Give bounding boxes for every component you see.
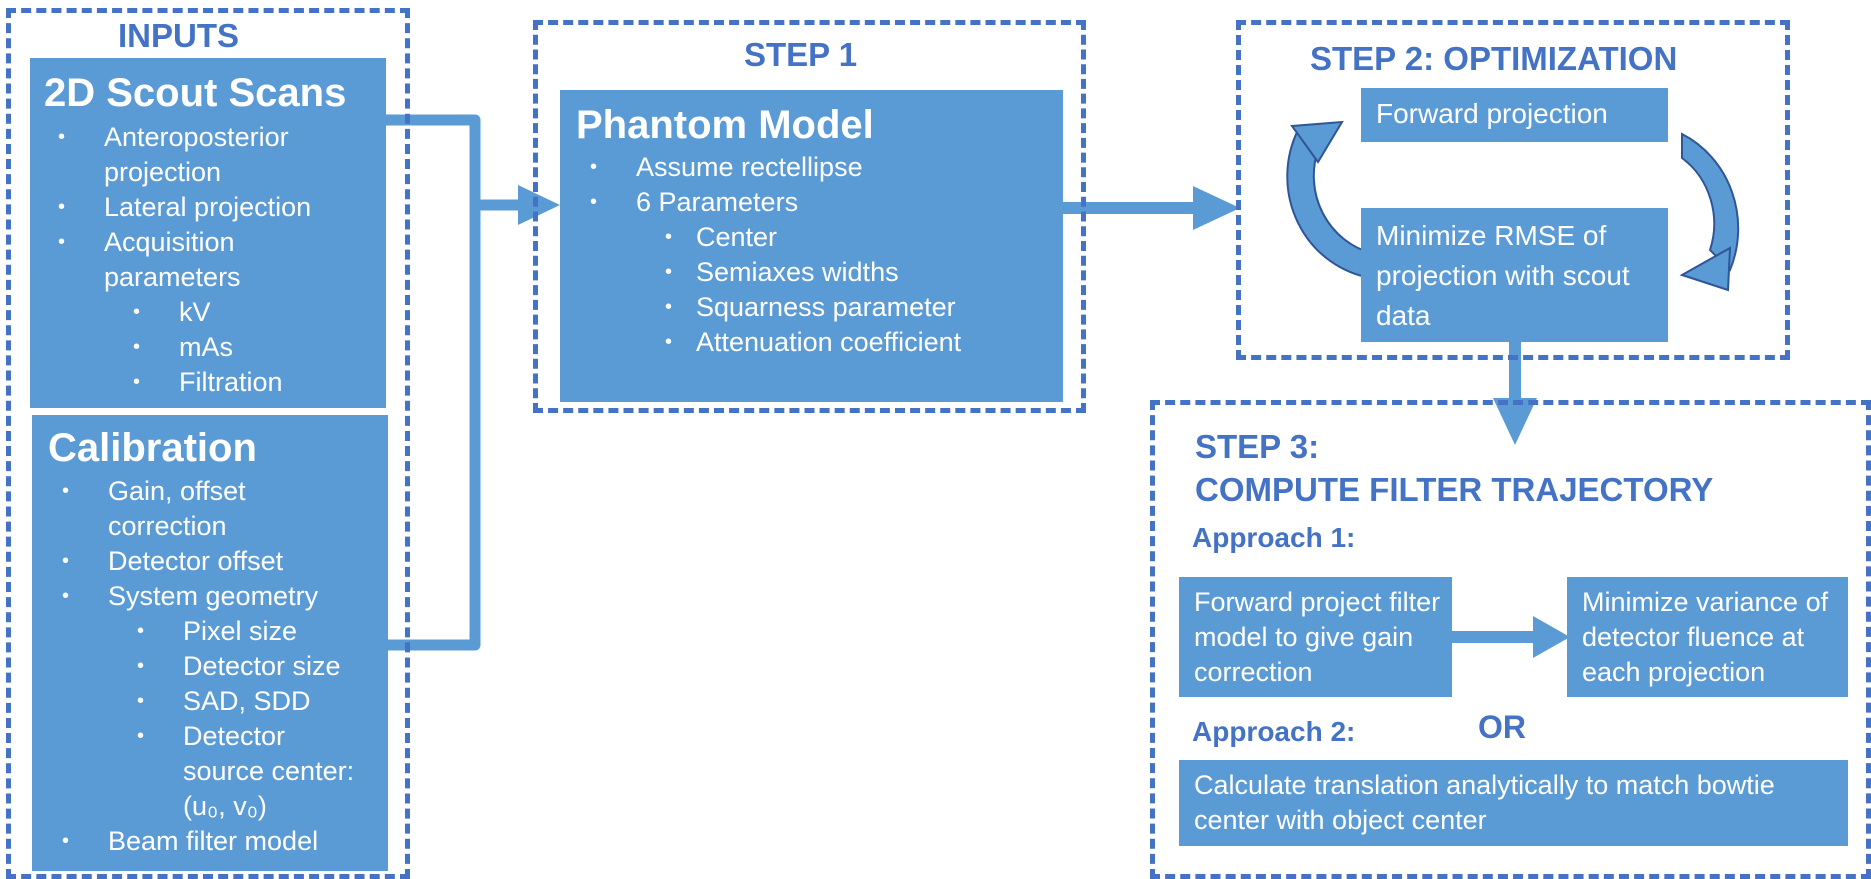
scout-scans-list: Anteroposterior projection Lateral proje… [44, 120, 376, 400]
approach1-label: Approach 1: [1192, 522, 1356, 553]
scout-item-mas: mAs [44, 330, 376, 365]
step3-group [1150, 400, 1871, 879]
cycle-arrow-right [1681, 132, 1740, 272]
cycle-arrow-left-head [1290, 120, 1344, 164]
calibration-item-source-center: Detector source center: (u₀, v₀) [48, 719, 368, 824]
scout-scans-title: 2D Scout Scans [44, 71, 347, 115]
scout-item-acquisition: Acquisition parameters [44, 225, 274, 295]
step1-to-step2-arrowhead [1193, 186, 1240, 230]
phantom-model-title: Phantom Model [576, 103, 874, 147]
phantom-item-parameters: 6 Parameters [576, 185, 1053, 220]
cycle-arrow-left [1286, 128, 1372, 280]
inputs-heading: INPUTS [118, 17, 240, 54]
phantom-item-center: Center [576, 220, 1053, 255]
or-label: OR [1478, 709, 1526, 745]
step1-group [533, 20, 1086, 413]
calculate-translation-box: Calculate translation analytically to ma… [1179, 760, 1848, 846]
scout-item-anteroposterior: Anteroposterior projection [44, 120, 304, 190]
phantom-model-box: Phantom Model Assume rectellipse 6 Param… [560, 90, 1063, 402]
step3-heading-line1: STEP 3: [1195, 428, 1320, 465]
calibration-item-sad-sdd: SAD, SDD [48, 684, 378, 719]
calibration-item-detector-size: Detector size [48, 649, 378, 684]
forward-projection-box: Forward projection [1361, 88, 1668, 142]
scout-item-kv: kV [44, 295, 376, 330]
step2-to-step3-arrowhead [1493, 398, 1537, 445]
approach1-arrowhead [1533, 616, 1570, 658]
calibration-title: Calibration [48, 426, 257, 470]
step1-heading: STEP 1 [744, 36, 858, 73]
forward-project-filter-box: Forward project filter model to give gai… [1179, 577, 1452, 697]
phantom-item-semiaxes: Semiaxes widths [576, 255, 1053, 290]
phantom-item-squarness: Squarness parameter [576, 290, 1053, 325]
scout-item-lateral: Lateral projection [44, 190, 376, 225]
step3-heading-line2: COMPUTE FILTER TRAJECTORY [1195, 471, 1714, 508]
cycle-arrow-right-head [1679, 246, 1732, 292]
approach2-label: Approach 2: [1192, 716, 1356, 747]
calibration-item-pixel-size: Pixel size [48, 614, 378, 649]
phantom-model-list: Assume rectellipse 6 Parameters Center S… [576, 150, 1053, 360]
calibration-list: Gain, offset correction Detector offset … [48, 474, 378, 859]
calibration-box: Calibration Gain, offset correction Dete… [32, 415, 388, 871]
minimize-rmse-box: Minimize RMSE of projection with scout d… [1361, 208, 1668, 342]
scout-scans-box: 2D Scout Scans Anteroposterior projectio… [30, 58, 386, 408]
phantom-item-rectellipse: Assume rectellipse [576, 150, 1053, 185]
calibration-item-detector-offset: Detector offset [48, 544, 378, 579]
minimize-variance-box: Minimize variance of detector fluence at… [1567, 577, 1848, 697]
inputs-to-step1-arrowhead [518, 185, 560, 225]
scout-item-filtration: Filtration [44, 365, 376, 400]
calibration-item-gain: Gain, offset correction [48, 474, 268, 544]
inputs-group [6, 8, 410, 879]
step2-heading: STEP 2: OPTIMIZATION [1310, 40, 1678, 77]
inputs-bracket-line [386, 114, 481, 651]
phantom-item-attenuation: Attenuation coefficient [576, 325, 1053, 360]
step2-group [1236, 20, 1790, 360]
calibration-item-system-geometry: System geometry [48, 579, 378, 614]
calibration-item-beam-filter: Beam filter model [48, 824, 378, 859]
